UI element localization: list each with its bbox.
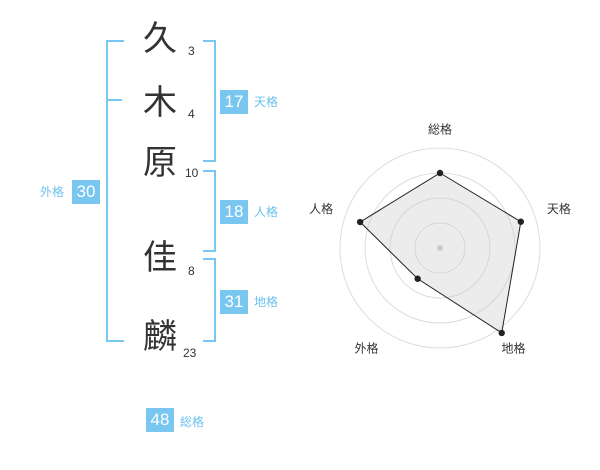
radar-grid	[339, 147, 541, 349]
radar-polygon	[359, 172, 522, 334]
name-char-1: 久	[143, 19, 177, 59]
chikaku-label: 地格	[254, 295, 279, 309]
radar-ring-1	[414, 222, 466, 274]
radar-ring-4	[339, 147, 541, 349]
radar-axis-label-1: 総格	[428, 122, 452, 137]
name-char-4: 佳	[143, 238, 177, 278]
radar-point-5	[356, 218, 364, 226]
name-char-2: 木	[143, 83, 177, 123]
gaikaku-bracket-mid-tick	[106, 99, 122, 101]
radar-axis-label-5: 人格	[309, 201, 333, 216]
soukaku-label: 総格	[180, 415, 205, 429]
stroke-count-5: 23	[183, 346, 197, 360]
stroke-count-1: 3	[188, 44, 195, 58]
tenkaku-value-badge: 17	[220, 90, 248, 114]
gaikaku-label: 外格	[40, 185, 65, 199]
radar-axis-label-3: 地格	[501, 341, 525, 356]
jinkaku-value-badge: 18	[220, 200, 248, 224]
chikaku-bracket	[203, 258, 216, 342]
radar-point-3	[498, 329, 505, 337]
soukaku-value-badge: 48	[146, 408, 174, 432]
jinkaku-bracket	[203, 170, 216, 252]
radar-axis-label-2: 天格	[547, 201, 571, 216]
radar-point-4	[414, 275, 421, 282]
stroke-count-4: 8	[188, 264, 195, 278]
gaikaku-bracket	[106, 40, 124, 342]
radar-area	[356, 169, 525, 337]
tenkaku-label: 天格	[254, 95, 279, 109]
name-char-3: 原	[143, 143, 177, 183]
jinkaku-label: 人格	[254, 205, 279, 219]
stroke-count-3: 10	[185, 166, 199, 180]
gaikaku-value-badge: 30	[72, 180, 100, 204]
radar-point-1	[436, 169, 444, 177]
tenkaku-bracket	[203, 40, 216, 162]
name-char-5: 麟	[143, 317, 177, 357]
stroke-count-2: 4	[188, 107, 195, 121]
radar-point-2	[517, 218, 525, 225]
radar-axis-label-4: 外格	[355, 341, 379, 356]
radar-center-dot	[437, 245, 443, 251]
chikaku-value-badge: 31	[220, 290, 248, 314]
radar-ring-2	[389, 197, 491, 299]
